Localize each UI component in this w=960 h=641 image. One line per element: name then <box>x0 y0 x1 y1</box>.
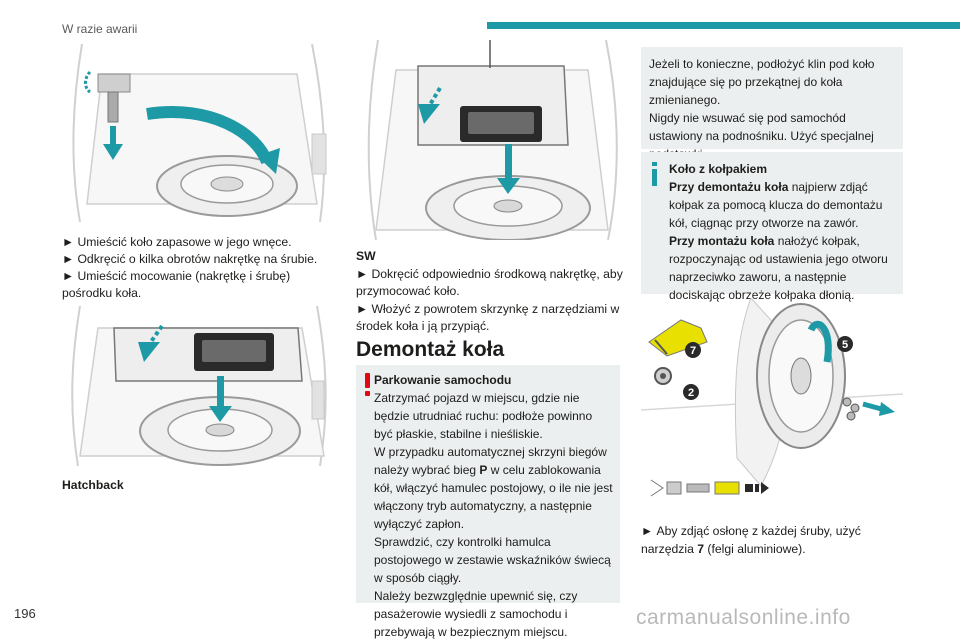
header-accent-bar <box>487 22 960 29</box>
info-box-wheel-trim: Koło z kołpakiem Przy demontażu koła naj… <box>641 152 903 302</box>
warning-line: W przypadku automatycznej skrzyni biegów… <box>374 445 613 531</box>
steps-column2: SW Dokręcić odpowiednio środkową nakrętk… <box>356 248 626 336</box>
callout-badge <box>837 336 853 352</box>
watermark: carmanualsonline.info <box>636 606 851 629</box>
warning-box-parking: Parkowanie samochodu Zatrzymać pojazd w … <box>356 365 620 639</box>
step-item: Dokręcić odpowiednio środkową nakrętkę, … <box>356 266 626 301</box>
warning-title: Parkowanie samochodu <box>374 373 512 387</box>
step-item: Aby zdjąć osłonę z każdej śruby, użyć na… <box>641 522 903 558</box>
info-icon <box>652 162 658 186</box>
note-line: Nigdy nie wsuwać się pod samochód ustawi… <box>649 111 874 161</box>
step-item: Odkręcić o kilka obrotów nakrętkę na śru… <box>62 251 332 268</box>
svg-text:7: 7 <box>690 345 696 357</box>
step-item: Umieścić koło zapasowe w jego wnęce. <box>62 234 332 251</box>
callout-badge <box>685 342 701 358</box>
warning-line: Sprawdzić, czy kontrolki hamulca postojo… <box>374 535 611 585</box>
illustration-spare-wheel-fixing <box>62 44 337 222</box>
hatchback-label: Hatchback <box>62 478 124 492</box>
note-text: Jeżeli to konieczne, podłożyć klin pod k… <box>649 55 899 163</box>
step-item: Włożyć z powrotem skrzynkę z narzędziami… <box>356 301 626 336</box>
svg-text:2: 2 <box>688 387 694 399</box>
step-item: Umieścić mocowanie (nakrętkę i śrubę) po… <box>62 268 332 302</box>
callout-badge <box>683 384 699 400</box>
info-line: Przy montażu koła nałożyć kołpak, rozpoc… <box>669 234 888 302</box>
section-heading: Demontaż koła <box>356 338 505 361</box>
illustration-wheel-removal-tools: 7 5 2 <box>641 298 903 516</box>
warning-text: Parkowanie samochodu Zatrzymać pojazd w … <box>374 371 614 641</box>
page-number: 196 <box>14 606 36 621</box>
step-column3: Aby zdjąć osłonę z każdej śruby, użyć na… <box>641 522 903 558</box>
warning-icon <box>365 373 371 396</box>
info-text: Koło z kołpakiem Przy demontażu koła naj… <box>669 160 901 304</box>
svg-text:5: 5 <box>842 339 848 351</box>
illustration-hatchback-trunk <box>62 306 337 466</box>
warning-line: Należy bezwzględnie upewnić się, czy pas… <box>374 589 578 639</box>
steps-column1: Umieścić koło zapasowe w jego wnęce. Odk… <box>62 234 332 302</box>
note-line: Jeżeli to konieczne, podłożyć klin pod k… <box>649 57 875 107</box>
illustration-sw-trunk <box>356 40 628 240</box>
running-header: W razie awarii <box>62 22 138 36</box>
warning-line: Zatrzymać pojazd w miejscu, gdzie nie bę… <box>374 391 593 441</box>
sw-label: SW <box>356 249 376 263</box>
note-box-wedge: Jeżeli to konieczne, podłożyć klin pod k… <box>641 47 903 161</box>
info-line: Przy demontażu koła najpierw zdjąć kołpa… <box>669 180 883 230</box>
info-title: Koło z kołpakiem <box>669 162 768 176</box>
